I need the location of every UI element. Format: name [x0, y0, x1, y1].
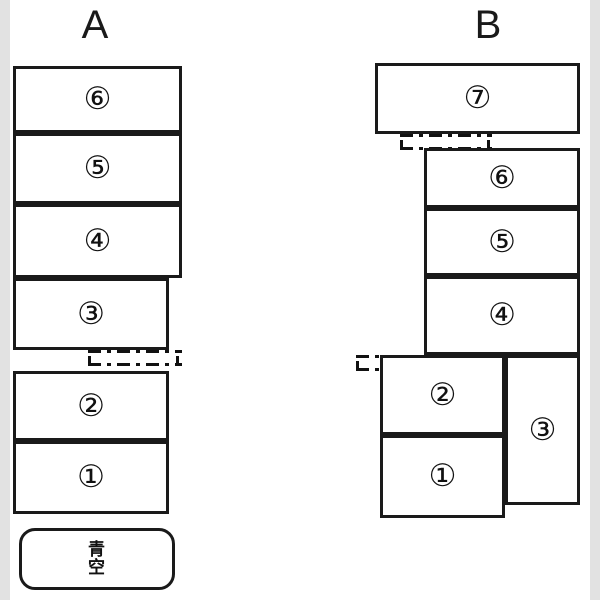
aozora-nameplate[interactable]: 青 空: [19, 528, 175, 590]
box-a-2[interactable]: ②: [13, 371, 169, 441]
box-b-6[interactable]: ⑥: [424, 148, 580, 208]
box-a-3[interactable]: ③: [13, 278, 169, 350]
box-b-2-label: ②: [428, 376, 457, 413]
chain-tick-b-left: [400, 140, 403, 147]
box-a-6-label: ⑥: [83, 81, 112, 117]
box-b-6-label: ⑥: [488, 159, 516, 196]
chain-tick-b2-left: [356, 361, 359, 368]
box-b-3-label: ③: [528, 411, 557, 448]
box-b-5[interactable]: ⑤: [424, 208, 580, 276]
column-label-b: B: [474, 3, 502, 47]
box-a-1[interactable]: ①: [13, 441, 169, 514]
box-b-4[interactable]: ④: [424, 276, 580, 355]
chain-tick-a-right: [176, 356, 179, 363]
chain-tick-a-left: [88, 356, 91, 363]
box-b-1[interactable]: ①: [380, 435, 505, 518]
chain-tick-b-right: [487, 140, 490, 147]
right-edge-strip: [590, 0, 600, 600]
box-b-4-label: ④: [488, 297, 516, 333]
chain-separator-b-upper: [400, 134, 492, 137]
column-label-a: A: [81, 3, 109, 47]
box-b-1-label: ①: [428, 458, 457, 494]
aozora-nameplate-label: 青 空: [88, 539, 106, 578]
box-a-4[interactable]: ④: [13, 204, 182, 278]
box-a-6[interactable]: ⑥: [13, 66, 182, 133]
box-a-3-label: ③: [77, 295, 105, 332]
box-a-4-label: ④: [83, 222, 112, 259]
box-b-7[interactable]: ⑦: [375, 63, 580, 134]
chain-separator-a-upper: [88, 350, 182, 353]
box-b-5-label: ⑤: [488, 223, 516, 260]
box-a-5-label: ⑤: [83, 150, 112, 186]
box-a-5[interactable]: ⑤: [13, 133, 182, 204]
box-a-2-label: ②: [77, 387, 105, 424]
chain-separator-a-lower: [88, 363, 182, 366]
box-a-1-label: ①: [77, 459, 105, 495]
left-edge-strip: [0, 0, 10, 600]
box-b-2[interactable]: ②: [380, 355, 505, 435]
box-b-3[interactable]: ③: [505, 355, 580, 505]
box-b-7-label: ⑦: [463, 80, 492, 116]
